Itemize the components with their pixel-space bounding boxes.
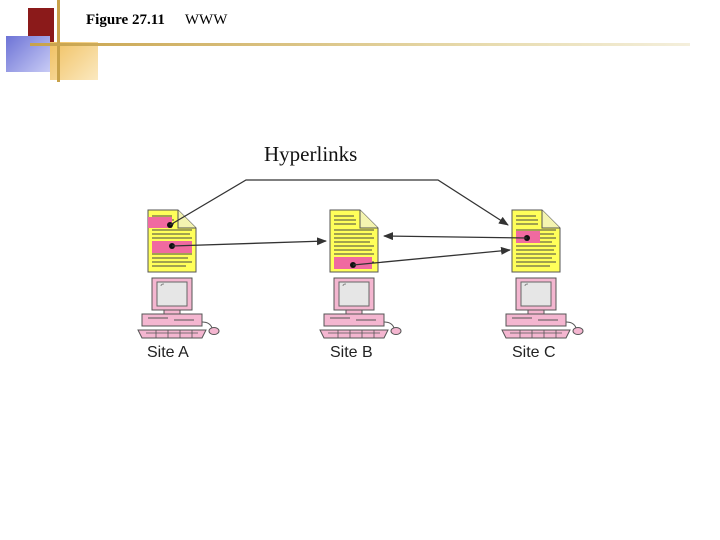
diagram-title: Hyperlinks	[264, 142, 357, 166]
corner-blue-square	[6, 36, 50, 72]
site-c-label: Site C	[512, 344, 556, 361]
site-a-label: Site A	[147, 344, 189, 361]
site-b-label: Site B	[330, 344, 373, 361]
slide-title: Figure 27.11 WWW	[86, 12, 227, 29]
hyperlink-arrow-a-to-b	[171, 237, 327, 247]
site-a-computer	[137, 277, 220, 339]
site-b-computer	[319, 277, 402, 339]
site-a-link-1	[148, 217, 172, 228]
hyperlink-arrow-b-to-c	[352, 246, 511, 266]
site-c-computer	[501, 277, 584, 339]
figure-label: Figure 27.11	[86, 12, 165, 28]
horizontal-rule	[30, 43, 690, 46]
figure-title: WWW	[184, 12, 228, 28]
vertical-rule	[57, 0, 60, 82]
hyperlink-arrow-c-to-b	[383, 232, 528, 241]
hyperlink-arrow-a-to-c	[169, 179, 509, 226]
